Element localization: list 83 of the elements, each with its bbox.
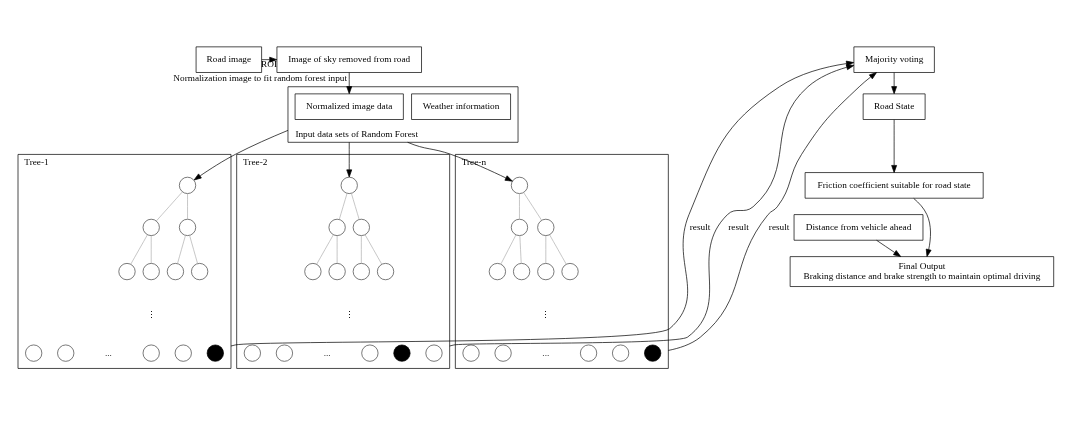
- node-circle: [580, 344, 598, 362]
- connector: [549, 234, 567, 265]
- label: ...: [542, 347, 550, 358]
- node-box: Normalized image data: [294, 93, 404, 120]
- arrow: [230, 60, 854, 347]
- label: ⋮: [541, 310, 551, 321]
- arrow: [449, 64, 855, 347]
- node-circle: [191, 263, 209, 281]
- node-circle: [118, 263, 136, 281]
- connector: [523, 192, 543, 221]
- node-circle: [142, 344, 160, 362]
- connector: [519, 193, 520, 220]
- node-dot: [206, 344, 224, 362]
- node-circle: [166, 263, 184, 281]
- node-circle: [361, 344, 379, 362]
- arrow: [193, 130, 289, 181]
- node-circle: [494, 344, 512, 362]
- node-circle: [328, 218, 346, 236]
- node-circle: [513, 263, 531, 281]
- node-box: Road image: [195, 46, 262, 73]
- label: ⋮: [146, 310, 156, 321]
- connector: [351, 193, 360, 220]
- node-circle: [304, 263, 322, 281]
- node-circle: [561, 263, 579, 281]
- connector: [361, 235, 362, 264]
- arrow: [891, 119, 897, 173]
- connector: [177, 235, 186, 264]
- node-circle: [179, 218, 197, 236]
- node-box: Distance from vehicle ahead: [793, 214, 924, 241]
- node-circle: [328, 263, 346, 281]
- connector: [150, 235, 152, 264]
- node-box: Friction coefficient suitable for road state: [804, 172, 984, 199]
- node-circle: [510, 176, 528, 194]
- arrow: [346, 141, 353, 178]
- connector: [338, 193, 348, 220]
- node-box: Weather information: [411, 93, 511, 120]
- connector: [364, 234, 383, 265]
- connector: [545, 235, 547, 264]
- label: ...: [323, 347, 331, 358]
- arrow: [668, 72, 877, 351]
- node-circle: [340, 176, 358, 194]
- edge-label: result: [689, 221, 711, 232]
- label: ⋮: [344, 310, 354, 321]
- connector: [336, 235, 338, 264]
- node-circle: [612, 344, 630, 362]
- node-circle: [57, 344, 75, 362]
- edge-label: result: [728, 221, 749, 232]
- arrow: [876, 239, 902, 257]
- connector: [500, 234, 517, 265]
- connector: [519, 235, 522, 264]
- connector: [189, 235, 198, 264]
- node-circle: [425, 344, 443, 362]
- node-circle: [462, 344, 480, 362]
- node-circle: [537, 263, 555, 281]
- node-circle: [352, 218, 370, 236]
- node-box: Majority voting: [853, 46, 935, 73]
- node-box: Image of sky removed from road: [276, 46, 422, 73]
- node-dot: [644, 344, 662, 362]
- node-circle: [537, 218, 555, 236]
- node-circle: [142, 263, 160, 281]
- node-circle: [142, 218, 160, 236]
- node-circle: [275, 344, 293, 362]
- arrow: [346, 72, 353, 95]
- arrow: [913, 198, 932, 257]
- node-box: Road State: [862, 93, 926, 120]
- node-circle: [25, 344, 43, 362]
- connector: [130, 234, 148, 265]
- node-circle: [488, 263, 506, 281]
- connector: [187, 193, 188, 220]
- node-circle: [174, 344, 192, 362]
- node-box: Final Output Braking distance and brake strength to maintain optimal driving: [789, 256, 1055, 287]
- edge-label: result: [768, 221, 790, 232]
- arrow: [891, 72, 897, 95]
- label: ...: [105, 347, 112, 358]
- node-circle: [377, 263, 395, 281]
- node-circle: [510, 218, 528, 236]
- node-circle: [243, 344, 261, 362]
- edge-label: Normalization image to fit random forest input: [173, 72, 348, 83]
- connector: [156, 191, 183, 222]
- connector: [316, 234, 334, 265]
- node-dot: [393, 344, 411, 362]
- node-circle: [352, 263, 370, 281]
- node-circle: [179, 176, 197, 194]
